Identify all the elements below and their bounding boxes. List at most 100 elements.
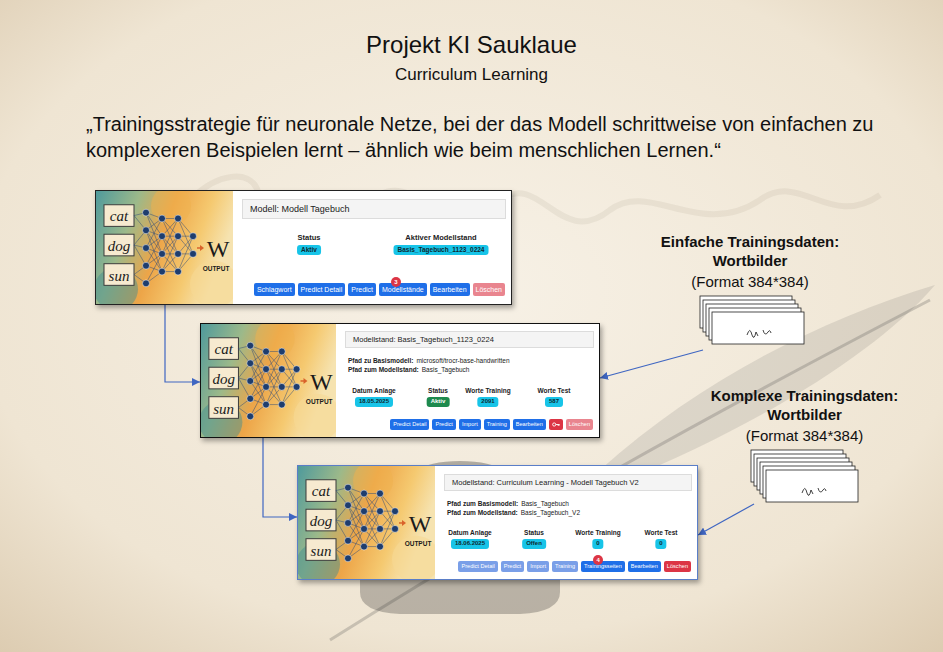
path-value: microsoft/trocr-base-handwritten — [416, 357, 509, 364]
column-label: Status — [428, 387, 448, 395]
action-button: Training — [484, 419, 510, 430]
illustration-label: cat — [209, 338, 239, 360]
status-badge: 2091 — [477, 397, 498, 407]
button-text: Predict Detail — [393, 421, 426, 427]
button-text: Training — [487, 421, 507, 427]
status-badge: 18.05.2025 — [355, 397, 393, 407]
training-data-stack: Einfache Trainingsdaten: Wortbilder(Form… — [655, 232, 845, 350]
status-badge: Basis_Tagebuch_1123_0224 — [394, 245, 489, 255]
action-button: Schlagwort — [254, 283, 295, 296]
path-key: Pfad zum Basismodell: — [447, 500, 518, 507]
button-row: Predict DetailPredictImportTrainingBearb… — [390, 419, 593, 430]
column-label: Status — [298, 233, 321, 242]
action-button: Trainingsseiten4 — [581, 561, 625, 572]
model-panel: cat dog sun W OUTPUT Modellstand: Curriculum … — [297, 465, 698, 580]
badge-text: Aktiv — [301, 246, 317, 253]
stack-heading: Komplexe Trainingsdaten: Wortbilder — [707, 386, 902, 424]
card-stack — [750, 449, 860, 504]
slide-subtitle: Curriculum Learning — [0, 65, 943, 85]
button-text: Training — [555, 563, 575, 569]
path-value: Basis_Tagebuch — [521, 500, 569, 507]
word-image-cards — [699, 295, 809, 350]
action-button: Bearbeiten — [628, 561, 661, 572]
path-key: Pfad zu Basismodell: — [348, 357, 413, 364]
status-badge: 18.06.2025 — [451, 539, 489, 549]
action-button: Import — [527, 561, 549, 572]
button-text: Predict — [504, 563, 521, 569]
status-badge: Aktiv — [427, 397, 450, 407]
action-button: Löschen — [566, 419, 593, 430]
column-label: Datum Anlage — [448, 529, 491, 537]
illustration-label: sun — [209, 398, 239, 420]
button-text: Schlagwort — [257, 286, 292, 293]
illustration-label: dog — [104, 235, 134, 257]
path-line: Pfad zu Basismodell:microsoft/trocr-base… — [348, 357, 510, 365]
action-button: Import — [459, 419, 481, 430]
button-text: Import — [530, 563, 546, 569]
column-label: Status — [524, 529, 544, 537]
count-number: 3 — [394, 279, 397, 285]
status-badge: Offen — [522, 539, 546, 549]
badge-text: Aktiv — [431, 398, 446, 404]
badge-text: 18.06.2025 — [455, 540, 485, 546]
illustration-label: sun — [306, 540, 336, 562]
panel-card: Modellstand: Curriculum Learning - Model… — [439, 466, 697, 579]
badge-text: Basis_Tagebuch_1123_0224 — [398, 246, 485, 253]
illustration-label: W — [407, 511, 433, 537]
status-badge: 0 — [655, 539, 666, 549]
illustration-label: W — [205, 236, 231, 262]
action-button: Predict Detail — [390, 419, 429, 430]
illustration-label: dog — [209, 368, 239, 390]
illustration-label: cat — [306, 480, 336, 502]
path-line: Pfad zum Modellstand:Basis_Tagebuch — [348, 366, 469, 374]
button-text: Predict Detail — [301, 286, 343, 293]
definition-quote: „Trainingsstrategie für neuronale Netze,… — [86, 111, 891, 163]
column-label: Datum Anlage — [352, 387, 395, 395]
action-button: Löschen — [473, 283, 505, 296]
button-text: Bearbeiten — [516, 421, 543, 427]
button-row: Predict Detail Predict Import Training Train… — [458, 561, 691, 572]
action-button: Bearbeiten — [513, 419, 546, 430]
illustration-label: W — [308, 369, 334, 395]
column-label: Worte Test — [645, 529, 678, 537]
count-bubble: 3 — [391, 277, 401, 287]
illustration-label: OUTPUT — [401, 539, 435, 548]
action-button: Predict — [501, 561, 524, 572]
button-text: Trainingsseiten — [584, 563, 622, 569]
action-button: Predict Detail — [458, 561, 497, 572]
badge-text: 0 — [596, 540, 599, 546]
panel-card: Modellstand: Basis_Tagebuch_1123_0224Pfa… — [340, 324, 599, 437]
action-button: Training — [552, 561, 578, 572]
count-number: 4 — [596, 557, 599, 563]
path-key: Pfad zum Modellstand: — [348, 366, 419, 373]
path-key: Pfad zum Modellstand: — [447, 509, 518, 516]
status-badge: Aktiv — [297, 245, 321, 255]
path-value: Basis_Tagebuch_V2 — [521, 509, 580, 516]
action-button: Predict Detail — [298, 283, 346, 296]
badge-text: 18.05.2025 — [359, 398, 389, 404]
illustration-label: sun — [104, 265, 134, 287]
panel-header: Modellstand: Basis_Tagebuch_1123_0224 — [345, 331, 594, 348]
column-label: Worte Test — [538, 387, 571, 395]
button-text: Löschen — [667, 563, 688, 569]
button-text: Predict — [351, 286, 373, 293]
key-button — [549, 419, 563, 430]
status-badge: 587 — [545, 397, 563, 407]
panel-header: Modell: Modell Tagebuch — [242, 199, 506, 219]
count-bubble: 4 — [593, 555, 603, 565]
button-row: SchlagwortPredict DetailPredictModellstä… — [254, 283, 505, 296]
panel-header: Modellstand: Curriculum Learning - Model… — [444, 474, 692, 491]
illustration-label: OUTPUT — [302, 397, 336, 406]
illustration-label: dog — [306, 510, 336, 532]
illustration-label: OUTPUT — [199, 264, 233, 273]
training-data-stack: Komplexe Trainingsdaten: Wortbilder(Form… — [707, 386, 902, 504]
illustration-label: cat — [104, 205, 134, 227]
column-label: Aktiver Modellstand — [405, 233, 476, 242]
stack-format: (Format 384*384) — [655, 272, 845, 291]
badge-text: Offen — [526, 540, 542, 546]
model-panel: cat dog sun W OUTPUT Modell: Modell TagebuchS… — [95, 190, 512, 305]
button-text: Bearbeiten — [631, 563, 658, 569]
model-panel: cat dog sun W OUTPUT Modellstand: Basis_Tageb… — [200, 323, 600, 438]
button-text: Import — [462, 421, 478, 427]
